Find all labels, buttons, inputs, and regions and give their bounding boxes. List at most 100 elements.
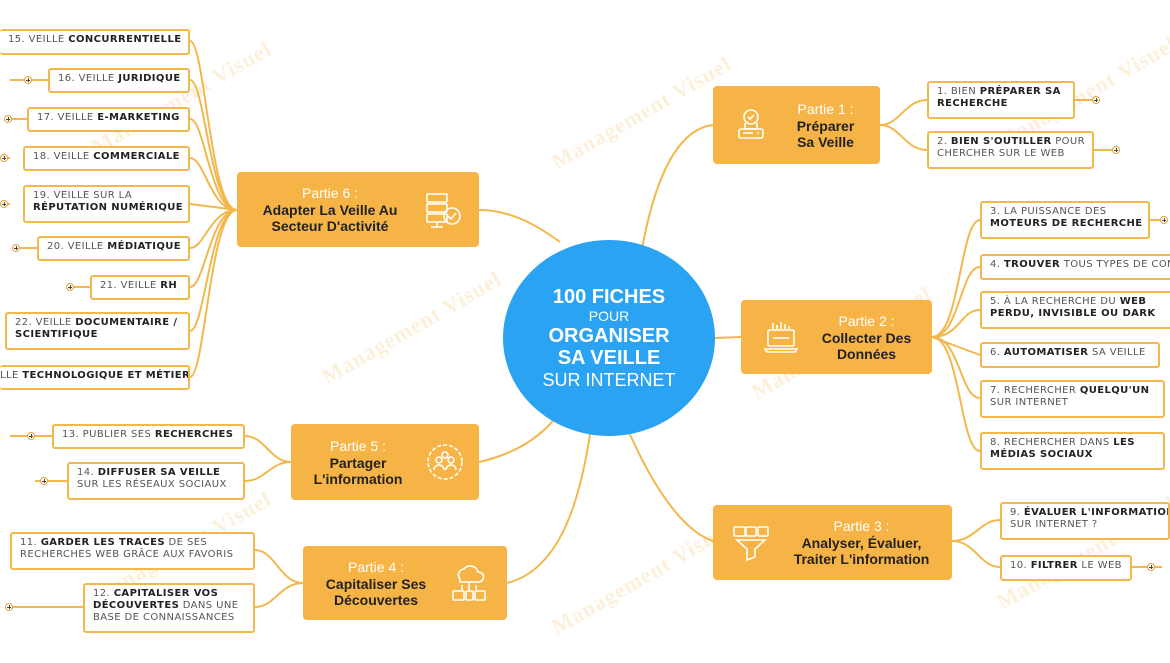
leaf-text: 20. VEILLE bbox=[47, 241, 108, 252]
expand-plus-icon[interactable] bbox=[0, 154, 8, 162]
leaf-fiche-8[interactable]: 8. RECHERCHER DANS LES MÉDIAS SOCIAUX bbox=[980, 432, 1165, 470]
leaf-fiche-10[interactable]: 10. FILTRER LE WEB bbox=[1000, 555, 1132, 581]
leaf-fiche-18[interactable]: 18. VEILLE COMMERCIALE bbox=[23, 146, 190, 171]
connector-center-p2 bbox=[714, 336, 742, 339]
leaf-text: DANS UNE bbox=[179, 600, 239, 611]
expand-plus-icon[interactable] bbox=[1112, 146, 1120, 154]
server-check-icon bbox=[426, 192, 461, 228]
leaf-text: 17. VEILLE bbox=[37, 112, 98, 123]
leaf-text: SA VEILLE bbox=[1088, 347, 1146, 358]
center-line-3: ORGANISER bbox=[548, 324, 670, 347]
leaf-fiche-16[interactable]: 16. VEILLE JURIDIQUE bbox=[48, 68, 190, 93]
expand-plus-icon[interactable] bbox=[0, 200, 8, 208]
expand-plus-icon[interactable] bbox=[1160, 216, 1168, 224]
leaf-text: MÉDIAS SOCIAUX bbox=[990, 449, 1093, 460]
leaf-text: BASE DE CONNAISSANCES bbox=[93, 612, 235, 623]
leaf-text: TOUS TYPES DE CONTENUS bbox=[1063, 259, 1170, 270]
leaf-text: 22. VEILLE DOCUMENTAIRE / bbox=[15, 317, 180, 329]
leaf-fiche-13[interactable]: 13. PUBLIER SES RECHERCHES bbox=[52, 424, 245, 449]
leaf-text: RECHERCHE bbox=[937, 98, 1008, 109]
leaf-fiche-1[interactable]: 1. BIEN PRÉPARER SA RECHERCHE bbox=[927, 81, 1075, 119]
cloud-devices-icon bbox=[452, 565, 486, 601]
center-line-2: POUR bbox=[588, 307, 630, 324]
leaf-text: 7. RECHERCHER QUELQU'UN bbox=[990, 385, 1155, 397]
leaf-text: 12. bbox=[93, 588, 114, 599]
leaf-text: SUR INTERNET ? bbox=[1010, 519, 1098, 530]
connector-p3-leaves bbox=[951, 519, 1001, 568]
leaf-text: MÉDIATIQUE bbox=[107, 241, 181, 252]
leaf-text: 14. DIFFUSER SA VEILLE bbox=[77, 467, 235, 479]
center-line-1: 100 FICHES bbox=[552, 285, 666, 308]
expand-plus-icon[interactable] bbox=[40, 477, 48, 485]
part-1-label: Partie 1 : bbox=[797, 100, 854, 117]
leaf-text: 6. bbox=[990, 347, 1004, 358]
part-4-node[interactable]: Partie 4 : Capitaliser Ses Découvertes bbox=[303, 546, 507, 620]
leaf-text: MOTEURS DE RECHERCHE bbox=[990, 218, 1143, 229]
leaf-fiche-21[interactable]: 21. VEILLE RH bbox=[90, 275, 190, 300]
leaf-fiche-14[interactable]: 14. DIFFUSER SA VEILLE SUR LES RÉSEAUX S… bbox=[67, 462, 245, 500]
leaf-text: WEB bbox=[1119, 296, 1147, 307]
part-5-label: Partie 5 : bbox=[329, 437, 387, 454]
laptop-data-icon bbox=[763, 322, 799, 353]
leaf-text: SUR INTERNET bbox=[990, 397, 1069, 408]
leaf-fiche-15[interactable]: 15. VEILLE CONCURRENTIELLE bbox=[0, 29, 190, 55]
leaf-text: LE WEB bbox=[1077, 560, 1122, 571]
leaf-fiche-5[interactable]: 5. À LA RECHERCHE DU WEB PERDU, INVISIBL… bbox=[980, 291, 1170, 329]
leaf-fiche-6[interactable]: 6. AUTOMATISER SA VEILLE bbox=[980, 342, 1160, 368]
part-3-title: Analyser, Évaluer, Traiter L'information bbox=[793, 535, 930, 567]
leaf-fiche-3[interactable]: 3. LA PUISSANCE DES MOTEURS DE RECHERCHE bbox=[980, 201, 1150, 239]
expand-plus-icon[interactable] bbox=[24, 76, 32, 84]
connector-p1-leaves bbox=[879, 99, 928, 151]
leaf-text: 8. RECHERCHER DANS LES bbox=[990, 437, 1155, 449]
leaf-text: FILTRER bbox=[1030, 560, 1078, 571]
part-3-node[interactable]: Partie 3 : Analyser, Évaluer, Traiter L'… bbox=[713, 505, 952, 580]
expand-plus-icon[interactable] bbox=[27, 432, 35, 440]
leaf-text: 2. bbox=[937, 136, 951, 147]
leaf-fiche-4[interactable]: 4. TROUVER TOUS TYPES DE CONTENUS bbox=[980, 254, 1170, 280]
leaf-fiche-9[interactable]: 9. ÉVALUER L'INFORMATION SUR INTERNET ? bbox=[1000, 502, 1170, 540]
leaf-text: QUELQU'UN bbox=[1079, 385, 1150, 396]
connector-p4-leaves bbox=[254, 549, 304, 608]
leaf-fiche-7[interactable]: 7. RECHERCHER QUELQU'UN SUR INTERNET bbox=[980, 380, 1165, 418]
part-5-node[interactable]: Partie 5 : Partager L'information bbox=[291, 424, 479, 500]
connector-center-p4 bbox=[506, 433, 591, 584]
leaf-text: DE SES bbox=[164, 537, 208, 548]
trophy-certificate-icon bbox=[738, 109, 764, 139]
leaf-fiche-23[interactable]: LLE TECHNOLOGIQUE ET MÉTIER bbox=[0, 365, 190, 390]
leaf-text: PERDU, INVISIBLE OU DARK bbox=[990, 308, 1156, 319]
expand-plus-icon[interactable] bbox=[12, 244, 20, 252]
leaf-text: 11. bbox=[20, 537, 41, 548]
leaf-text: 22. VEILLE bbox=[15, 317, 76, 328]
leaf-fiche-2[interactable]: 2. BIEN S'OUTILLER POUR CHERCHER SUR LE … bbox=[927, 131, 1094, 169]
leaf-text: 10. bbox=[1010, 560, 1031, 571]
leaf-fiche-11[interactable]: 11. GARDER LES TRACES DE SES RECHERCHES … bbox=[10, 532, 255, 570]
connector-center-p5 bbox=[478, 411, 561, 463]
expand-plus-icon[interactable] bbox=[5, 603, 13, 611]
leaf-text: SCIENTIFIQUE bbox=[15, 329, 98, 340]
expand-plus-icon[interactable] bbox=[66, 283, 74, 291]
leaf-fiche-22[interactable]: 22. VEILLE DOCUMENTAIRE / SCIENTIFIQUE bbox=[5, 312, 190, 350]
leaf-text: 4. bbox=[990, 259, 1004, 270]
leaf-text: 1. BIEN PRÉPARER SA bbox=[937, 86, 1065, 98]
expand-plus-icon[interactable] bbox=[4, 115, 12, 123]
leaf-fiche-17[interactable]: 17. VEILLE E-MARKETING bbox=[27, 107, 190, 132]
part-1-title: Préparer Sa Veille bbox=[796, 117, 855, 150]
expand-plus-icon[interactable] bbox=[1147, 563, 1155, 571]
leaf-text: PRÉPARER SA bbox=[979, 86, 1061, 97]
part-2-node[interactable]: Partie 2 : Collecter Des Données bbox=[741, 300, 932, 374]
leaf-text: 15. VEILLE bbox=[8, 34, 69, 45]
central-topic: 100 FICHES POUR ORGANISER SA VEILLE SUR … bbox=[503, 240, 715, 436]
leaf-text: RÉPUTATION NUMÉRIQUE bbox=[33, 202, 184, 213]
leaf-text: MÉDIAS SOCIAUX bbox=[990, 449, 1155, 461]
leaf-text: 14. bbox=[77, 467, 98, 478]
leaf-fiche-12[interactable]: 12. CAPITALISER VOS DÉCOUVERTES DANS UNE… bbox=[83, 583, 255, 633]
part-6-label: Partie 6 : bbox=[301, 185, 359, 201]
leaf-text: COMMERCIALE bbox=[93, 151, 180, 162]
part-6-node[interactable]: Partie 6 : Adapter La Veille Au Secteur … bbox=[237, 172, 479, 247]
leaf-fiche-20[interactable]: 20. VEILLE MÉDIATIQUE bbox=[37, 236, 190, 261]
center-line-5: SUR INTERNET bbox=[542, 369, 676, 390]
part-1-node[interactable]: Partie 1 : Préparer Sa Veille bbox=[713, 86, 880, 164]
leaf-fiche-19[interactable]: 19. VEILLE SUR LA RÉPUTATION NUMÉRIQUE bbox=[23, 185, 190, 223]
part-4-title: Capitaliser Ses Découvertes bbox=[325, 575, 427, 608]
expand-plus-icon[interactable] bbox=[1092, 96, 1100, 104]
